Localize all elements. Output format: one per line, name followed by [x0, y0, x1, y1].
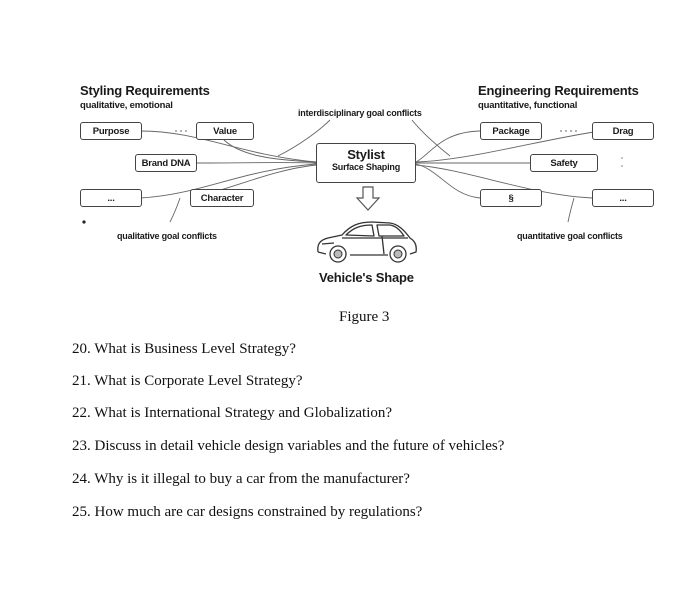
down-arrow-icon	[355, 186, 381, 211]
package-box: Package	[480, 122, 542, 140]
engineering-requirements-title: Engineering Requirements	[478, 83, 639, 98]
engineering-requirements-subtitle: quantitative, functional	[478, 100, 578, 111]
interdisciplinary-conflicts-label: interdisciplinary goal conflicts	[298, 108, 422, 118]
question-25: 25. How much are car designs constrained…	[72, 504, 423, 520]
styling-requirements-title: Styling Requirements	[80, 83, 210, 98]
stylist-box: Stylist Surface Shaping	[316, 143, 416, 183]
question-20: 20. What is Business Level Strategy?	[72, 341, 296, 357]
stylist-title: Stylist	[347, 147, 385, 162]
figure-caption: Figure 3	[339, 309, 390, 325]
vehicle-shape-label: Vehicle's Shape	[319, 270, 414, 285]
engineering-ellipsis-box: ...	[592, 189, 654, 207]
question-24: 24. Why is it illegal to buy a car from …	[72, 471, 410, 487]
value-box: Value	[196, 122, 254, 140]
styling-ellipsis-box: ...	[80, 189, 142, 207]
qualitative-conflicts-label: qualitative goal conflicts	[117, 231, 217, 241]
regulation-section-box: §	[480, 189, 542, 207]
safety-box: Safety	[530, 154, 598, 172]
quantitative-conflicts-label: quantitative goal conflicts	[517, 231, 623, 241]
stylist-subtitle: Surface Shaping	[331, 162, 401, 172]
drag-box: Drag	[592, 122, 654, 140]
character-box: Character	[190, 189, 254, 207]
styling-requirements-subtitle: qualitative, emotional	[80, 100, 173, 111]
purpose-box: Purpose	[80, 122, 142, 140]
question-22: 22. What is International Strategy and G…	[72, 405, 393, 421]
car-icon	[317, 221, 417, 263]
question-23: 23. Discuss in detail vehicle design var…	[72, 438, 505, 454]
question-21: 21. What is Corporate Level Strategy?	[72, 373, 303, 389]
brand-dna-box: Brand DNA	[135, 154, 197, 172]
